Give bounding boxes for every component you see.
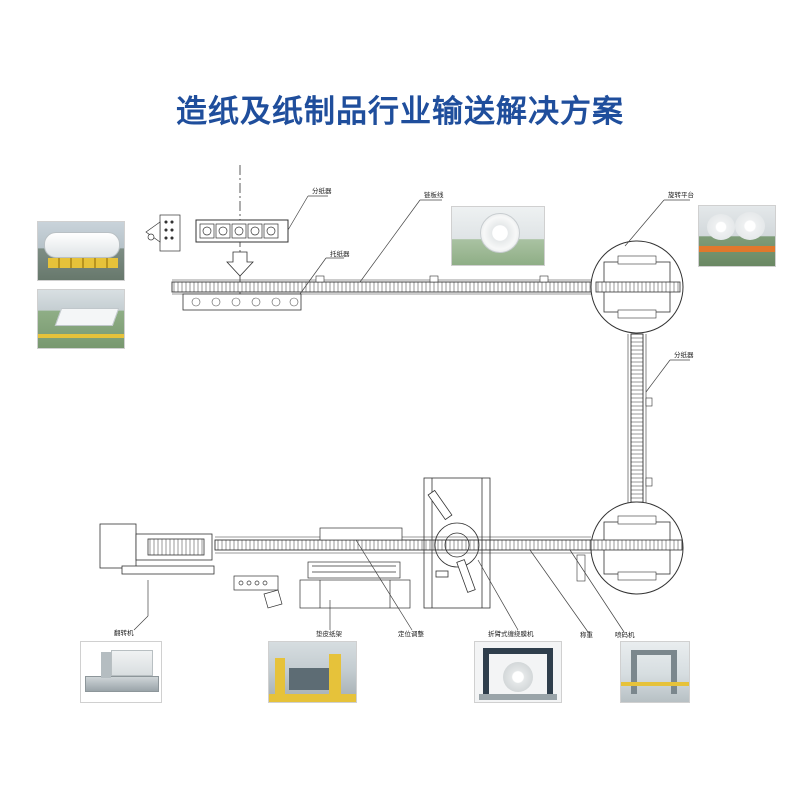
paper-roll-icon <box>44 232 120 258</box>
factory-line-photo <box>268 641 357 703</box>
label-paper-holder: 托纸器 <box>330 249 350 258</box>
label-inkjet-printer: 喷码机 <box>615 630 635 639</box>
inkjet-station-photo <box>620 641 690 703</box>
right-vertical-conveyor <box>627 333 653 505</box>
paper-roll-icon <box>480 213 520 253</box>
wrapping-machine-photo <box>474 641 562 703</box>
control-panel-bottom-drawing <box>233 575 283 609</box>
rotating-platform-bottom <box>576 501 684 595</box>
label-rotating-platform: 旋转平台 <box>668 190 694 199</box>
paper-roll-production-photo <box>37 221 125 281</box>
paper-rolls-on-rail-photo <box>698 205 776 267</box>
paper-separator-box <box>195 219 289 243</box>
label-chain-conveyor: 链板线 <box>424 190 444 199</box>
wrapping-machine-drawing <box>423 477 491 609</box>
turnover-machine-drawing <box>99 523 215 575</box>
label-wrapping-machine: 折臂式缠绕膜机 <box>488 629 534 638</box>
leader-lines <box>133 195 690 633</box>
paper-sheet-line-photo <box>37 289 125 349</box>
machine-icon <box>85 676 159 692</box>
label-paper-pad-rack: 垫皮纸架 <box>316 629 343 638</box>
wrapper-icon <box>483 648 553 654</box>
turnover-machine-photo <box>80 641 162 703</box>
label-turnover-machine: 翻转机 <box>114 628 134 637</box>
factory-icon <box>631 650 637 694</box>
label-positioning: 定位调整 <box>398 629 425 638</box>
paper-roll-icon <box>707 214 735 240</box>
label-weighing: 称重 <box>580 630 594 639</box>
paper-sheet-icon <box>54 308 120 326</box>
label-paper-separator-right: 分纸器 <box>674 350 694 359</box>
single-paper-roll-photo <box>451 206 545 266</box>
bottom-conveyor <box>99 477 592 609</box>
label-paper-separator-top: 分纸器 <box>312 186 332 195</box>
rotating-platform-top <box>590 240 684 334</box>
down-arrow-icon <box>226 251 254 277</box>
top-chain-conveyor <box>171 275 593 311</box>
control-panel-drawing <box>145 214 181 252</box>
page-title: 造纸及纸制品行业输送解决方案 <box>176 94 624 130</box>
factory-icon <box>275 658 285 698</box>
top-infeed <box>145 165 289 300</box>
